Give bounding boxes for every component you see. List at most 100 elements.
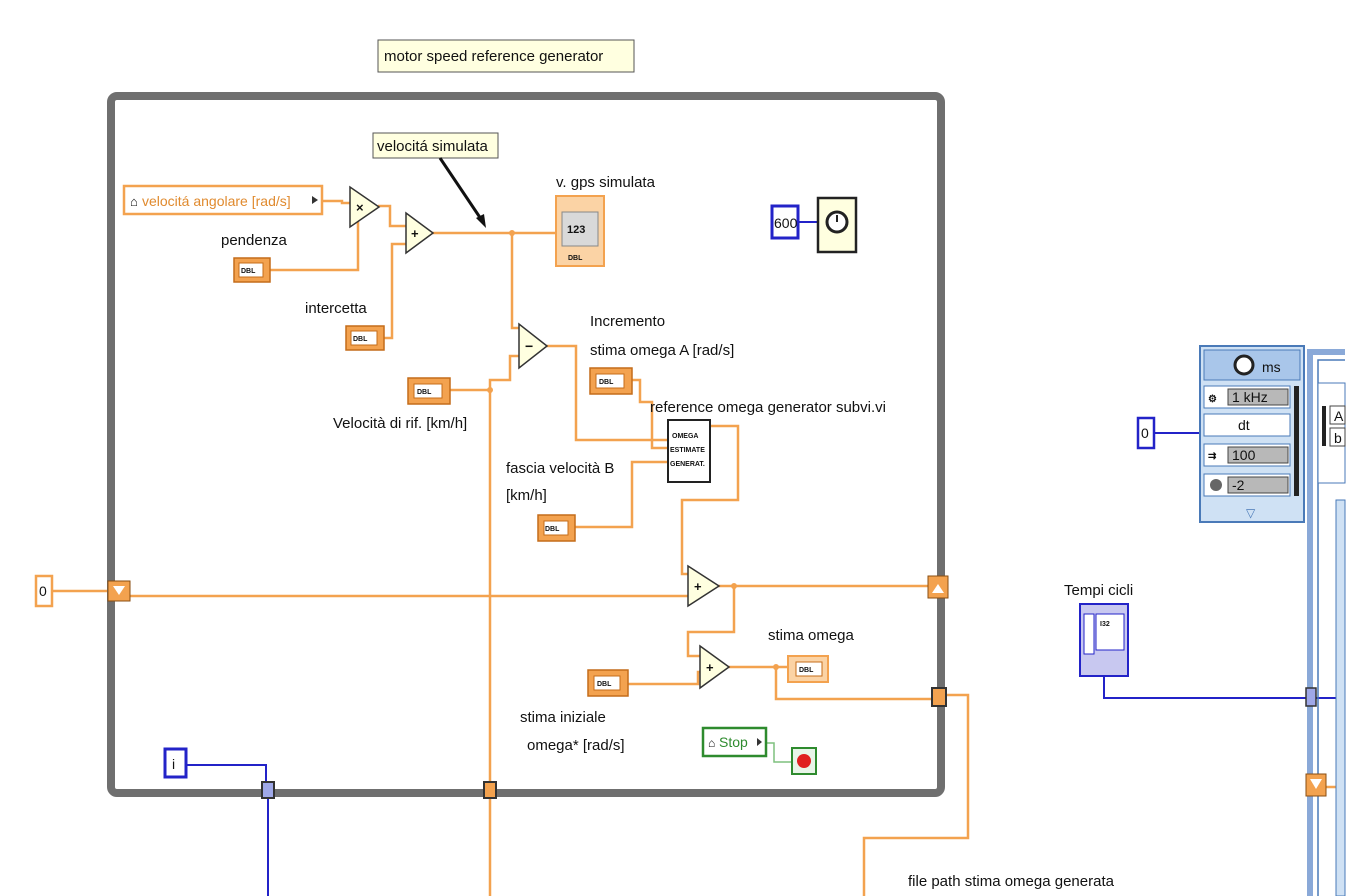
while-loop-frame[interactable] bbox=[107, 92, 945, 797]
bool-wires bbox=[766, 742, 792, 763]
ref-speed-control[interactable]: DBL bbox=[407, 377, 451, 405]
truncated-field-b bbox=[1329, 427, 1346, 447]
estimate-output-tunnel[interactable] bbox=[931, 687, 947, 707]
wait-ms-function[interactable] bbox=[816, 196, 858, 254]
wire-initest-to-add3[interactable] bbox=[628, 670, 700, 686]
wire-subvi-to-add2[interactable] bbox=[680, 424, 740, 576]
increment-inner bbox=[595, 373, 625, 389]
omega-generator-subvi[interactable]: OMEGA ESTIMATE GENERAT. bbox=[667, 419, 711, 483]
wire-iteration-to-tunnel[interactable] bbox=[186, 764, 267, 784]
intercept-control[interactable]: DBL bbox=[345, 325, 385, 351]
subvi-name-label: reference omega generator subvi.vi bbox=[650, 399, 886, 416]
control-marker-icon: ⌂ bbox=[130, 194, 138, 209]
subvi-box bbox=[667, 419, 711, 483]
omega-estimate-indicator[interactable]: DBL bbox=[787, 655, 829, 683]
wire-stop-to-terminal[interactable] bbox=[766, 742, 792, 763]
wire-estimate-to-tunnel[interactable] bbox=[774, 667, 932, 701]
omega-estimate-dbl: DBL bbox=[799, 667, 814, 674]
increment-label-1: Incremento bbox=[590, 313, 665, 330]
multiply-icon: × bbox=[356, 200, 364, 215]
title-comment-box bbox=[377, 39, 635, 73]
cycle-times-i32: I32 bbox=[1100, 621, 1110, 628]
wire-speed-branch-down[interactable] bbox=[510, 233, 519, 330]
wait-constant[interactable]: 600 bbox=[770, 204, 800, 240]
timed-loop-zero-constant[interactable]: 0 bbox=[1136, 416, 1156, 450]
stop-label: Stop bbox=[719, 734, 748, 750]
period-value: 100 bbox=[1232, 447, 1256, 463]
wait-constant-box bbox=[770, 204, 800, 240]
add-node[interactable]: + bbox=[405, 211, 435, 255]
title-comment[interactable]: motor speed reference generator bbox=[377, 39, 635, 73]
wire-increment-to-subvi[interactable] bbox=[632, 378, 668, 450]
gps-sim-label: v. gps simulata bbox=[556, 174, 656, 191]
timed-loop-side-bar bbox=[1322, 406, 1326, 446]
float-wires bbox=[52, 199, 1345, 896]
config-scrollbar[interactable] bbox=[1294, 386, 1299, 496]
wire-slope-to-multiply[interactable] bbox=[270, 218, 360, 272]
wire-tunnel-to-file[interactable] bbox=[862, 693, 970, 896]
timed-loop-shift-register[interactable] bbox=[1305, 773, 1327, 797]
initial-estimate-control[interactable]: DBL bbox=[587, 669, 629, 697]
iteration-output-tunnel[interactable] bbox=[261, 781, 275, 799]
timed-loop-config-node[interactable]: ms ⚙ 1 kHz dt ⇉ 100 -2 ▽ bbox=[1199, 345, 1305, 523]
stop-sign-icon bbox=[797, 754, 811, 768]
truncated-a-text: A bbox=[1334, 408, 1344, 424]
add2-triangle bbox=[687, 564, 721, 608]
subtract-node[interactable]: − bbox=[518, 322, 549, 370]
comment-arrow-head bbox=[476, 214, 486, 228]
simulated-speed-comment[interactable]: velocitá simulata bbox=[372, 132, 499, 228]
shift-init-constant[interactable]: 0 bbox=[34, 574, 54, 608]
add-node-2[interactable]: + bbox=[687, 564, 721, 608]
loop-condition-terminal[interactable] bbox=[791, 747, 817, 775]
timed-loop-inner-bar bbox=[1335, 499, 1346, 896]
wire-cycletimes-to-loop[interactable] bbox=[1103, 674, 1310, 699]
timed-loop-clock-icon bbox=[1233, 354, 1255, 376]
speed-band-dbl: DBL bbox=[545, 526, 560, 533]
junction-dot bbox=[731, 583, 737, 589]
iteration-box bbox=[163, 747, 188, 779]
multiply-node[interactable]: × bbox=[349, 185, 381, 229]
timed-loop-tunnel[interactable] bbox=[1305, 687, 1317, 707]
wait-constant-value: 600 bbox=[774, 215, 798, 231]
shift-register-right[interactable] bbox=[927, 575, 949, 599]
increment-control[interactable]: DBL bbox=[589, 367, 633, 395]
simulated-speed-text: velocitá simulata bbox=[377, 138, 489, 155]
int-wires bbox=[186, 221, 1345, 896]
timed-loop-frame[interactable] bbox=[1307, 349, 1345, 896]
subvi-icon-line2: ESTIMATE bbox=[670, 447, 705, 454]
iteration-terminal[interactable]: i bbox=[163, 747, 188, 779]
ref-speed-output-tunnel[interactable] bbox=[483, 781, 497, 799]
wire-refspeed-to-subtract[interactable] bbox=[450, 354, 519, 392]
junction-dot bbox=[509, 230, 515, 236]
initial-estimate-inner bbox=[593, 675, 621, 691]
wire-band-to-subvi[interactable] bbox=[575, 460, 668, 529]
initial-estimate-dbl: DBL bbox=[597, 681, 612, 688]
speed-band-inner bbox=[543, 520, 569, 536]
junction-dot bbox=[773, 664, 779, 670]
slope-control[interactable]: DBL bbox=[233, 257, 271, 283]
wire-angvel-to-multiply[interactable] bbox=[322, 199, 350, 205]
initial-estimate-label-2: omega* [rad/s] bbox=[527, 737, 625, 754]
add-node-3[interactable]: + bbox=[699, 644, 731, 690]
shift-init-box bbox=[34, 574, 54, 608]
shift-register-left[interactable] bbox=[107, 580, 131, 602]
wire-intercept-to-add[interactable] bbox=[384, 242, 406, 340]
period-field bbox=[1227, 446, 1289, 464]
priority-icon bbox=[1210, 479, 1222, 491]
simulated-speed-box bbox=[372, 132, 499, 159]
cycle-times-indicator[interactable]: I32 bbox=[1079, 603, 1129, 677]
speed-band-label-1: fascia velocità B bbox=[506, 460, 614, 477]
wire-multiply-to-add[interactable] bbox=[378, 204, 406, 228]
priority-field bbox=[1227, 476, 1289, 494]
shift-right-arrow bbox=[932, 584, 944, 593]
shift-init-value: 0 bbox=[39, 583, 47, 599]
wire-add2-to-add3[interactable] bbox=[686, 586, 736, 658]
stop-control[interactable]: ⌂ Stop bbox=[701, 726, 768, 758]
speed-band-control[interactable]: DBL bbox=[537, 514, 576, 542]
omega-estimate-inner bbox=[795, 661, 823, 677]
angular-velocity-control[interactable]: ⌂ velocitá angolare [rad/s] bbox=[122, 184, 324, 216]
gps-sim-indicator[interactable]: 123 DBL bbox=[555, 195, 605, 267]
gps-123: 123 bbox=[567, 224, 585, 236]
wire-subtract-to-subvi[interactable] bbox=[546, 344, 668, 442]
